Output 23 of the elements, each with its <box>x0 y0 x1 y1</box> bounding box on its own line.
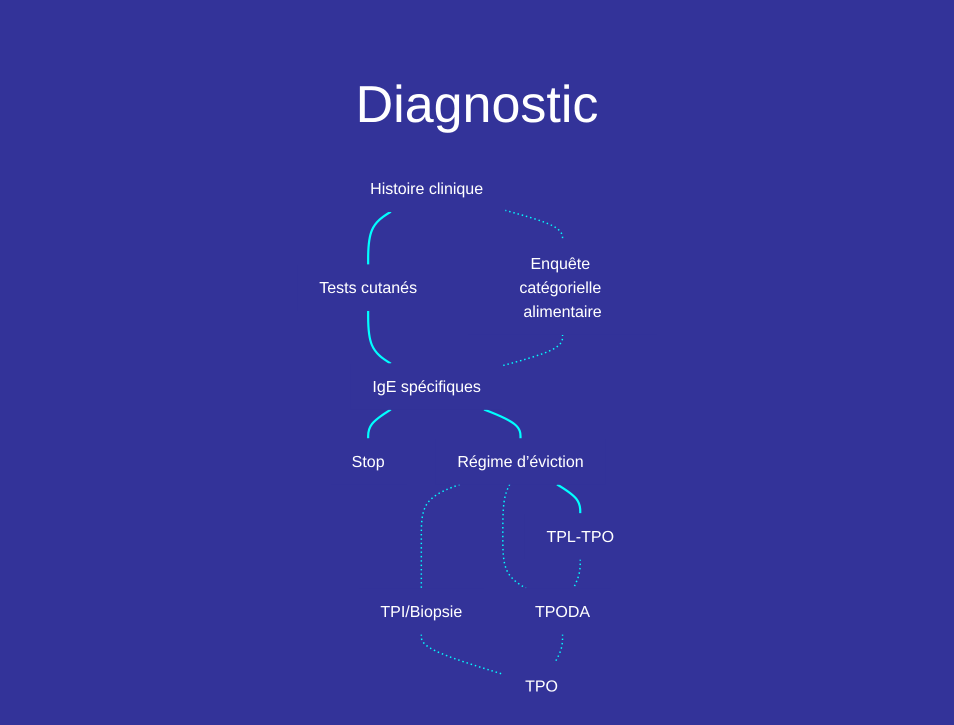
connector <box>504 210 564 241</box>
connector <box>420 634 504 676</box>
slide-title: Diagnostic <box>354 75 600 136</box>
connector <box>502 484 526 590</box>
node-text: TPODA <box>534 602 590 620</box>
node-text: Régime d’éviction <box>457 452 584 471</box>
node-text: IgE spécifiques <box>372 377 481 396</box>
connector <box>366 408 392 439</box>
connector <box>572 559 581 589</box>
connector <box>483 408 522 439</box>
node-text: TPL-TPO <box>546 527 614 546</box>
node-text: TPI/Biopsie <box>380 602 462 620</box>
node-text: Tests cutanés <box>318 278 417 297</box>
connector <box>366 310 392 365</box>
node-text: TPO <box>524 677 558 696</box>
connector <box>502 334 564 366</box>
node-text: Enquête catégorielle alimentaire <box>519 254 602 321</box>
connector <box>420 484 460 588</box>
node-text: Stop <box>351 452 384 471</box>
connector <box>556 484 582 514</box>
connector <box>366 210 392 265</box>
node-text: Histoire clinique <box>370 180 483 198</box>
connector <box>553 634 564 664</box>
